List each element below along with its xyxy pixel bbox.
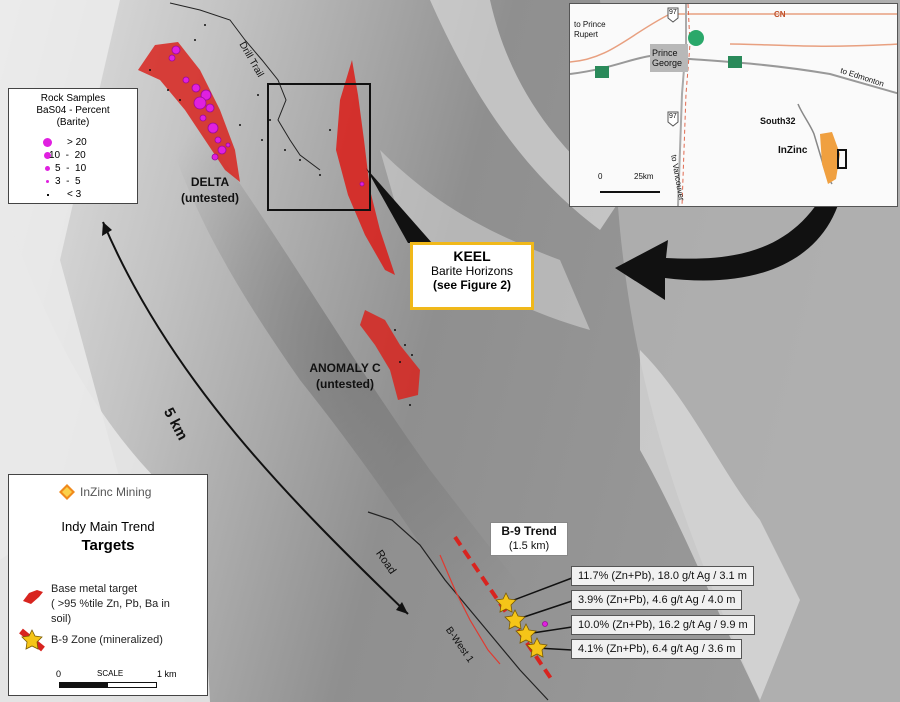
keel-label-box: KEEL Barite Horizons (see Figure 2) — [410, 242, 534, 310]
sample-symbol-dot — [47, 194, 49, 196]
b9-zone-symbol — [19, 628, 45, 652]
inset-scale-end: 25km — [634, 172, 654, 181]
b9-trend-label: B-9 Trend (1.5 km) — [490, 522, 568, 556]
distance-arrow — [102, 221, 409, 615]
keel-target — [336, 60, 395, 275]
rock-class-label: 5 - 10 — [55, 163, 87, 174]
location-inset-map: to Prince Rupert Prince George to Edmont… — [569, 3, 898, 207]
assay-box: 11.7% (Zn+Pb), 18.0 g/t Ag / 3.1 m — [571, 566, 754, 586]
assay-box: 3.9% (Zn+Pb), 4.6 g/t Ag / 4.0 m — [571, 590, 743, 610]
drill-trail-line — [169, 2, 321, 171]
base-metal-line-3: soil) — [51, 613, 72, 625]
base-metal-label: Base metal target ( >95 %tile Zn, Pb, Ba… — [51, 582, 170, 627]
rock-sample-legend: Rock Samples BaS04 - Percent (Barite) > … — [8, 88, 138, 204]
rock-legend-title: Rock Samples BaS04 - Percent (Barite) — [9, 93, 137, 129]
delta-note: (untested) — [181, 191, 239, 205]
b9-stars — [495, 592, 548, 658]
barite-symbol-tiny — [46, 180, 49, 183]
prince-george-line-1: Prince — [652, 48, 678, 58]
legend-subheading: Targets — [81, 537, 135, 554]
anomaly-c-label: ANOMALY C (untested) — [295, 360, 395, 392]
company-name: InZinc Mining — [80, 485, 152, 499]
legend-heading: Indy Main Trend — [61, 519, 155, 534]
inset-hwy-label: 97 — [669, 9, 677, 16]
assay-box: 10.0% (Zn+Pb), 16.2 g/t Ag / 9.9 m — [571, 615, 755, 635]
keel-reference: (see Figure 2) — [432, 278, 512, 292]
keel-title: KEEL — [453, 248, 491, 264]
delta-target — [138, 42, 240, 182]
delta-label: DELTA (untested) — [170, 174, 250, 206]
b9-trend-name: B-9 Trend — [501, 524, 557, 538]
barite-symbol-small — [45, 166, 50, 171]
rock-class-label: 3 - 5 — [55, 176, 81, 187]
inset-prince-george: Prince George — [652, 48, 682, 68]
inset-map-graphic — [570, 4, 897, 206]
keel-area-box — [267, 83, 371, 211]
rock-legend-title-1: Rock Samples — [40, 93, 106, 104]
inset-scale-zero: 0 — [598, 172, 603, 181]
scale-bar — [59, 682, 157, 688]
inset-hwy-label-south: 97 — [669, 113, 677, 120]
keel-subtitle: Barite Horizons — [430, 264, 514, 278]
b9-zone-label: B-9 Zone (mineralized) — [51, 634, 163, 646]
rock-legend-title-2: BaS04 - Percent — [36, 105, 110, 116]
anomaly-c-target — [360, 310, 420, 400]
inset-south32: South32 — [760, 116, 796, 126]
inset-to-prince-rupert: to Prince Rupert — [574, 20, 606, 40]
keel-callout — [366, 168, 432, 243]
barite-samples — [168, 45, 548, 627]
rock-class-label: < 3 — [67, 189, 82, 200]
barite-symbol-large — [43, 138, 52, 147]
anomaly-c-note: (untested) — [316, 377, 374, 391]
b9-trend-length: (1.5 km) — [508, 540, 550, 552]
to-prince-rupert-line-2: Rupert — [574, 30, 599, 39]
base-metal-target-symbol — [23, 590, 43, 604]
anomaly-c-name: ANOMALY C — [309, 361, 381, 375]
scale-label: SCALE — [97, 669, 124, 678]
b-west-line — [439, 554, 501, 665]
inset-cn-label: CN — [774, 10, 786, 19]
rock-legend-title-3: (Barite) — [56, 117, 90, 128]
base-metal-line-2: ( >95 %tile Zn, Pb, Ba in — [51, 598, 170, 610]
prince-george-line-2: George — [652, 58, 683, 68]
sample-dots — [149, 24, 413, 406]
rock-class-label: > 20 — [67, 137, 87, 148]
delta-name: DELTA — [190, 175, 230, 189]
scale-zero: 0 — [56, 669, 62, 679]
inzinc-logo-icon — [59, 484, 75, 500]
scale-end: 1 km — [157, 669, 177, 679]
assay-box: 4.1% (Zn+Pb), 6.4 g/t Ag / 3.6 m — [571, 639, 743, 659]
base-metal-line-1: Base metal target — [51, 583, 138, 595]
to-prince-rupert-line-1: to Prince — [574, 20, 606, 29]
inset-arrow — [615, 175, 845, 300]
targets-legend: InZinc Mining Indy Main Trend Targets Ba… — [8, 474, 208, 696]
barite-symbol-medium — [44, 152, 51, 159]
rock-class-label: 10 - 20 — [49, 150, 86, 161]
inset-inzinc: InZinc — [778, 145, 808, 156]
